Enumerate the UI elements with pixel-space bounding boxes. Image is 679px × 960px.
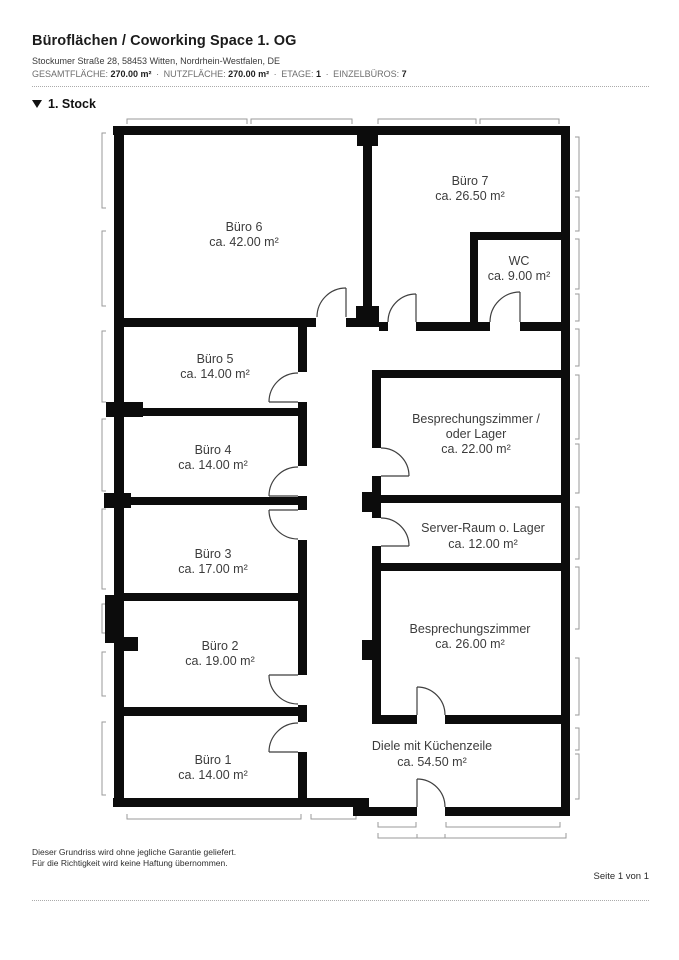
room-area-text: ca. 12.00 m² <box>448 537 517 551</box>
room-buero6: Büro 6 ca. 42.00 m² <box>209 220 278 249</box>
stat-etage-value: 1 <box>316 69 322 79</box>
stats-line: GESAMTFLÄCHE: 270.00 m² · NUTZFLÄCHE: 27… <box>32 69 407 79</box>
room-diele: Diele mit Küchenzeile ca. 54.50 m² <box>372 739 492 769</box>
stat-separator: · <box>325 69 329 79</box>
stat-gesamtflaeche-label: GESAMTFLÄCHE: <box>32 69 109 79</box>
stat-einzelbueros-label: EINZELBÜROS: <box>333 69 400 79</box>
floor-label-text: 1. Stock <box>48 97 96 111</box>
door-buero2 <box>268 674 299 705</box>
page-title: Büroflächen / Coworking Space 1. OG <box>32 33 297 49</box>
footer-divider <box>32 900 649 901</box>
room-area-text: ca. 19.00 m² <box>185 654 254 668</box>
room-server-raum: Server-Raum o. Lager ca. 12.00 m² <box>421 521 545 551</box>
doors-layer <box>268 287 521 808</box>
door-buero7 <box>387 293 417 323</box>
door-buero5 <box>268 372 299 403</box>
triangle-down-icon <box>32 100 42 108</box>
floor-label: 1. Stock <box>32 97 96 111</box>
disclaimer-line-2: Für die Richtigkeit wird keine Haftung ü… <box>32 858 228 868</box>
room-buero1: Büro 1 ca. 14.00 m² <box>178 753 247 782</box>
room-name-text: Büro 2 <box>202 639 239 653</box>
room-name-text: Büro 4 <box>195 443 232 457</box>
door-buero4 <box>268 466 299 497</box>
door-buero3 <box>268 509 299 540</box>
room-area-text: ca. 54.50 m² <box>397 755 466 769</box>
door-server-raum <box>380 517 410 547</box>
room-name-text: Büro 6 <box>226 220 263 234</box>
room-wc: WC ca. 9.00 m² <box>488 254 551 283</box>
disclaimer: Dieser Grundriss wird ohne jegliche Gara… <box>32 847 236 869</box>
header-divider <box>32 86 649 87</box>
room-buero3: Büro 3 ca. 17.00 m² <box>178 547 247 576</box>
stat-nutzflaeche-value: 270.00 m² <box>228 69 270 79</box>
stat-separator: · <box>273 69 277 79</box>
door-diele <box>416 778 446 808</box>
room-area-text: ca. 14.00 m² <box>178 458 247 472</box>
room-area-text: ca. 26.00 m² <box>435 637 504 651</box>
room-labels: Büro 6 ca. 42.00 m² Büro 7 ca. 26.50 m² … <box>178 174 550 782</box>
room-area-text: ca. 22.00 m² <box>441 442 510 456</box>
walls-layer <box>104 126 570 816</box>
room-buero2: Büro 2 ca. 19.00 m² <box>185 639 254 668</box>
stat-nutzflaeche-label: NUTZFLÄCHE: <box>163 69 226 79</box>
room-name-text: Büro 3 <box>195 547 232 561</box>
room-name-text: Server-Raum o. Lager <box>421 521 545 535</box>
stat-einzelbueros-value: 7 <box>401 69 407 79</box>
room-name-text: Besprechungszimmer <box>410 622 531 636</box>
door-besprechung-lager <box>380 447 410 477</box>
stat-separator: · <box>156 69 160 79</box>
stat-etage-label: ETAGE: <box>281 69 314 79</box>
page-number: Seite 1 von 1 <box>593 871 649 882</box>
room-area-text: ca. 9.00 m² <box>488 269 551 283</box>
dimension-lines <box>101 118 580 839</box>
room-area-text: ca. 42.00 m² <box>209 235 278 249</box>
room-buero7: Büro 7 ca. 26.50 m² <box>435 174 504 203</box>
stat-gesamtflaeche-value: 270.00 m² <box>110 69 152 79</box>
room-area-text: ca. 26.50 m² <box>435 189 504 203</box>
room-name-text: Büro 1 <box>195 753 232 767</box>
room-name-text: Diele mit Küchenzeile <box>372 739 492 753</box>
room-name-text: Besprechungszimmer / <box>412 412 540 426</box>
room-area-text: ca. 14.00 m² <box>178 768 247 782</box>
room-name-text: WC <box>509 254 530 268</box>
door-besprechungszimmer <box>416 686 446 716</box>
room-besprechung-lager: Besprechungszimmer / oder Lager ca. 22.0… <box>412 412 540 456</box>
room-name-text: Büro 5 <box>197 352 234 366</box>
address-line: Stockumer Straße 28, 58453 Witten, Nordr… <box>32 56 280 66</box>
room-name-text: Büro 7 <box>452 174 489 188</box>
room-area-text: ca. 17.00 m² <box>178 562 247 576</box>
door-buero6 <box>316 287 347 318</box>
room-buero4: Büro 4 ca. 14.00 m² <box>178 443 247 472</box>
room-buero5: Büro 5 ca. 14.00 m² <box>180 352 249 381</box>
room-area-text: ca. 14.00 m² <box>180 367 249 381</box>
room-name-text: oder Lager <box>446 427 506 441</box>
door-buero1 <box>268 722 299 753</box>
disclaimer-line-1: Dieser Grundriss wird ohne jegliche Gara… <box>32 847 237 857</box>
room-besprechungszimmer: Besprechungszimmer ca. 26.00 m² <box>410 622 531 651</box>
door-wc <box>489 291 521 323</box>
